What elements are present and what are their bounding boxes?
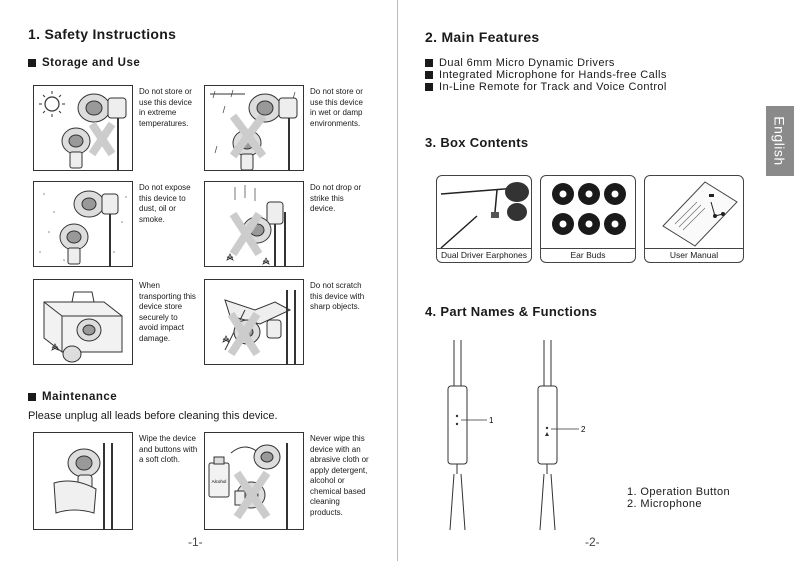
- parts-title: 4. Part Names & Functions: [425, 304, 598, 319]
- feature-item: Integrated Microphone for Hands-free Cal…: [425, 69, 667, 81]
- parts-item-operation-button: 1. Operation Button: [627, 486, 730, 498]
- box-item-manual: User Manual: [644, 175, 744, 263]
- storage-text-1: Do not store or use this device in extre…: [139, 87, 192, 128]
- bullet-square-icon: [425, 59, 433, 67]
- page-number-left: -1-: [188, 535, 203, 549]
- maintenance-item-chemical: Alcohol Never wipe this device with an a…: [204, 432, 369, 530]
- box-item-earphones: Dual Driver Earphones: [436, 175, 532, 263]
- safety-title: 1. Safety Instructions: [28, 26, 177, 42]
- earphone-sun-illustration: [33, 85, 133, 171]
- left-page: 1. Safety Instructions Storage and Use: [28, 26, 369, 549]
- storage-item-drop: Do not drop or strike this device.: [204, 181, 367, 267]
- storage-item-dust: Do not expose this device to dust, oil o…: [33, 181, 196, 267]
- maintenance-heading-text: Maintenance: [42, 391, 118, 403]
- storage-item-temperature: Do not store or use this device in extre…: [33, 85, 196, 171]
- feature-text: Integrated Microphone for Hands-free Cal…: [439, 69, 667, 81]
- earphone-alcohol-illustration: Alcohol: [204, 432, 304, 530]
- maintenance-text-2: Never wipe this device with an abrasive …: [310, 434, 369, 517]
- box-item-ear-buds: Ear Buds: [540, 175, 636, 263]
- storage-item-transport: When transporting this device store secu…: [33, 279, 196, 365]
- feature-item: In-Line Remote for Track and Voice Contr…: [425, 81, 667, 93]
- box-contents-title: 3. Box Contents: [425, 135, 529, 150]
- bullet-square-icon: [425, 83, 433, 91]
- earphone-drop-illustration: [204, 181, 304, 267]
- callout-2: 2: [581, 425, 586, 434]
- maintenance-item-wipe: Wipe the device and buttons with a soft …: [33, 432, 198, 530]
- storage-heading: Storage and Use: [28, 57, 140, 69]
- user-manual-image: [662, 181, 738, 247]
- features-title: 2. Main Features: [425, 29, 540, 45]
- storage-item-scratch: Do not scratch this device with sharp ob…: [204, 279, 367, 365]
- bullet-square-icon: [28, 59, 36, 67]
- feature-text: In-Line Remote for Track and Voice Contr…: [439, 81, 667, 93]
- earphone-rain-illustration: [204, 85, 304, 171]
- right-page: 2. Main Features Dual 6mm Micro Dynamic …: [397, 0, 794, 561]
- box-label-divider: [541, 248, 635, 249]
- earphones-image: [440, 182, 529, 249]
- box-label-divider: [645, 248, 743, 249]
- page-divider: [397, 0, 398, 561]
- box-label-earphones: Dual Driver Earphones: [441, 250, 527, 260]
- earphone-cloth-illustration: [33, 432, 133, 530]
- bottle-label-text: Alcohol: [212, 479, 227, 484]
- bullet-square-icon: [28, 393, 36, 401]
- language-tab-label: English: [772, 116, 789, 166]
- box-label-divider: [437, 248, 531, 249]
- parts-list: 1. Operation Button 2. Microphone: [627, 486, 730, 510]
- storage-text-5: When transporting this device store secu…: [139, 281, 196, 343]
- bullet-square-icon: [425, 71, 433, 79]
- parts-item-microphone: 2. Microphone: [627, 497, 702, 510]
- feature-text: Dual 6mm Micro Dynamic Drivers: [439, 57, 615, 69]
- earphone-case-illustration: [33, 279, 133, 365]
- ear-buds-image: [552, 183, 626, 235]
- box-label-manual: User Manual: [669, 250, 719, 260]
- storage-text-6: Do not scratch this device with sharp ob…: [310, 281, 365, 311]
- storage-text-4: Do not drop or strike this device.: [310, 183, 362, 213]
- earphone-dust-illustration: [33, 181, 133, 267]
- feature-item: Dual 6mm Micro Dynamic Drivers: [425, 57, 667, 69]
- maintenance-heading: Maintenance: [28, 391, 117, 403]
- storage-text-2: Do not store or use this device in wet o…: [310, 87, 363, 128]
- maintenance-note: Please unplug all leads before cleaning …: [28, 410, 278, 422]
- box-label-ear-buds: Ear Buds: [570, 250, 606, 260]
- storage-heading-text: Storage and Use: [42, 57, 141, 69]
- callout-1: 1: [489, 416, 494, 425]
- maintenance-text-1: Wipe the device and buttons with a soft …: [139, 434, 198, 464]
- remote-diagram: 1 2: [447, 340, 586, 530]
- earphone-scratch-illustration: [204, 279, 304, 365]
- storage-item-wet: Do not store or use this device in wet o…: [204, 85, 367, 171]
- storage-text-3: Do not expose this device to dust, oil o…: [139, 183, 191, 224]
- page-number-right: -2-: [585, 535, 600, 549]
- language-tab: English: [766, 106, 794, 176]
- features-list: Dual 6mm Micro Dynamic Drivers Integrate…: [425, 57, 667, 93]
